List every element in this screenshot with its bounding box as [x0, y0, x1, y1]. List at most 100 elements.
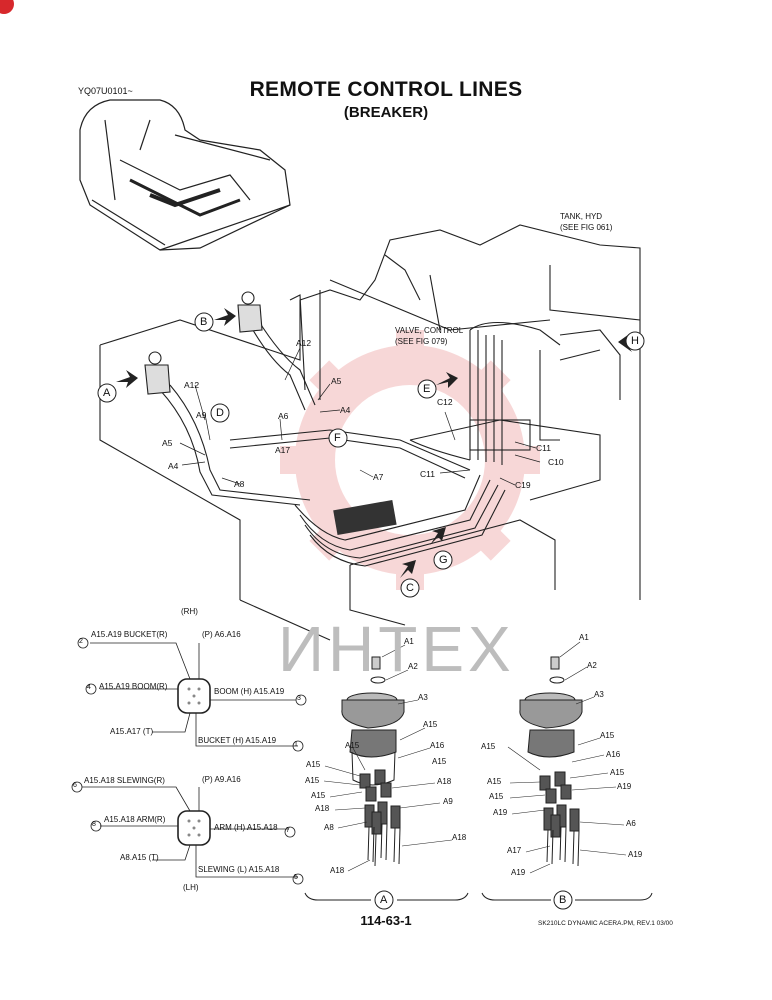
view-letter-e: E [423, 383, 431, 395]
pilot-valve-a-icon [144, 351, 171, 395]
detail-b-label: A15 [481, 742, 496, 751]
pilot-valve-b-icon [237, 291, 263, 333]
schematic-rh-drawing [77, 637, 307, 752]
valve-block-drawing [333, 419, 531, 536]
schematic-rh-label: (RH) [181, 607, 198, 616]
detail-b-label: A19 [628, 850, 643, 859]
detail-a-label: A18 [437, 777, 452, 786]
detail-caption-brackets [304, 890, 653, 910]
watermark-text: ИНТЕХ [278, 613, 515, 685]
part-label: C19 [515, 480, 531, 490]
detail-b-label: A15 [489, 792, 504, 801]
view-letter-g: G [439, 554, 448, 566]
part-label: A5 [162, 438, 173, 448]
view-letter-f: F [334, 432, 341, 444]
view-letter-f-circle [328, 428, 348, 448]
detail-b-letter: B [559, 894, 567, 906]
detail-a-label: A15 [423, 720, 438, 729]
view-letter-c-circle [400, 578, 420, 598]
detail-a-letter: A [380, 894, 388, 906]
corner-logo-icon [0, 0, 14, 14]
hose-bundle-drawing [159, 319, 601, 567]
detail-b-label: A15 [600, 731, 615, 740]
detail-a-label: A18 [452, 833, 467, 842]
detail-b-label: A2 [587, 661, 597, 670]
schematic-lh-p: (P) A9.A16 [202, 775, 241, 784]
detail-a-exploded-drawing [341, 656, 405, 867]
detail-b-label: A15 [610, 768, 625, 777]
detail-a-label: A18 [315, 804, 330, 813]
part-label: A8 [234, 479, 245, 489]
detail-b-label: A16 [606, 750, 621, 759]
schematic-rh-num3: 3 [297, 695, 301, 702]
part-label: C10 [548, 457, 564, 467]
schematic-lh-line8: A15.A18 ARM(R) [104, 815, 166, 824]
part-label: C11 [420, 469, 435, 479]
detail-b-label: A1 [579, 633, 589, 642]
view-letter-d-circle [210, 403, 230, 423]
doc-code: YQ07U0101~ [78, 86, 133, 96]
watermark-gear-icon [280, 330, 540, 590]
detail-a-label: A3 [418, 693, 428, 702]
schematic-rh-num2: 2 [79, 638, 83, 645]
part-label: A5 [331, 376, 342, 386]
schematic-lh-label: (LH) [183, 883, 199, 892]
schematic-rh-line4: A15.A19 BOOM(R) [99, 682, 168, 691]
detail-a-label: A15 [432, 757, 447, 766]
schematic-rh-num1: 1 [294, 741, 298, 748]
tank-callout-line1: TANK, HYD [560, 212, 603, 221]
schematic-lh-line6: A15.A18 SLEWING(R) [84, 776, 165, 785]
detail-b-label: A15 [487, 777, 502, 786]
schematic-lh-num7: 7 [286, 827, 290, 834]
schematic-rh-num4: 4 [87, 684, 91, 691]
part-label: A7 [373, 472, 384, 482]
part-label: A12 [296, 338, 312, 348]
view-letter-a: A [103, 387, 111, 399]
detail-a-label: A1 [404, 637, 414, 646]
view-letter-b: B [200, 316, 208, 328]
detail-b-label: A3 [594, 690, 604, 699]
schematic-lh-num5: 5 [294, 874, 298, 881]
detail-b-label: A19 [511, 868, 526, 877]
schematic-rh-line1: BUCKET (H) A15.A19 [198, 736, 277, 745]
view-letter-b-circle [194, 312, 214, 332]
tank-callout-line2: (SEE FIG 061) [560, 223, 613, 232]
detail-a-label: A15 [345, 741, 360, 750]
schematic-rh-line2: A15.A19 BUCKET(R) [91, 630, 168, 639]
part-label: A6 [278, 411, 289, 421]
detail-a-leaders [323, 644, 453, 872]
detail-b-exploded-drawing [519, 656, 583, 867]
detail-a-label: A15 [306, 760, 321, 769]
part-label: A17 [275, 445, 291, 455]
valve-callout-line1: VALVE, CONTROL [395, 326, 464, 335]
page-subtitle: (BREAKER) [343, 104, 429, 121]
view-letter-h: H [631, 335, 639, 347]
schematic-rh-line3: BOOM (H) A15.A19 [214, 687, 285, 696]
detail-a-label: A15 [311, 791, 326, 800]
view-letter-d: D [216, 407, 224, 419]
detail-a-label: A16 [430, 741, 445, 750]
view-letter-h-circle [625, 331, 645, 351]
schematic-rh-p: (P) A6.A16 [202, 630, 241, 639]
view-letter-g-circle [433, 550, 453, 570]
view-letter-a-circle [97, 383, 117, 403]
detail-b-label: A17 [507, 846, 522, 855]
valve-callout-line2: (SEE FIG 079) [395, 337, 448, 346]
detail-b-label: A6 [626, 819, 636, 828]
schematic-lh-line7: ARM (H) A15.A18 [214, 823, 278, 832]
detail-a-label: A18 [330, 866, 345, 875]
schematic-lh-num8: 8 [92, 821, 96, 828]
schematic-lh-drawing [71, 781, 304, 885]
main-frame-drawing [99, 224, 641, 641]
schematic-lh-line5: SLEWING (L) A15.A18 [198, 865, 280, 874]
detail-b-label: A19 [493, 808, 508, 817]
detail-a-label: A8 [324, 823, 334, 832]
schematic-lh-num6: 6 [73, 782, 77, 789]
file-info: SK210LC DYNAMIC ACERA.PM, REV.1 03/00 [538, 920, 673, 927]
schematic-lh-t: A8.A15 (T) [120, 853, 159, 862]
detail-a-label: A2 [408, 662, 418, 671]
machine-overview-sketch [79, 99, 291, 251]
detail-b-leaders [507, 641, 627, 874]
part-label: C12 [437, 397, 453, 407]
page-number: 114-63-1 [360, 913, 412, 928]
